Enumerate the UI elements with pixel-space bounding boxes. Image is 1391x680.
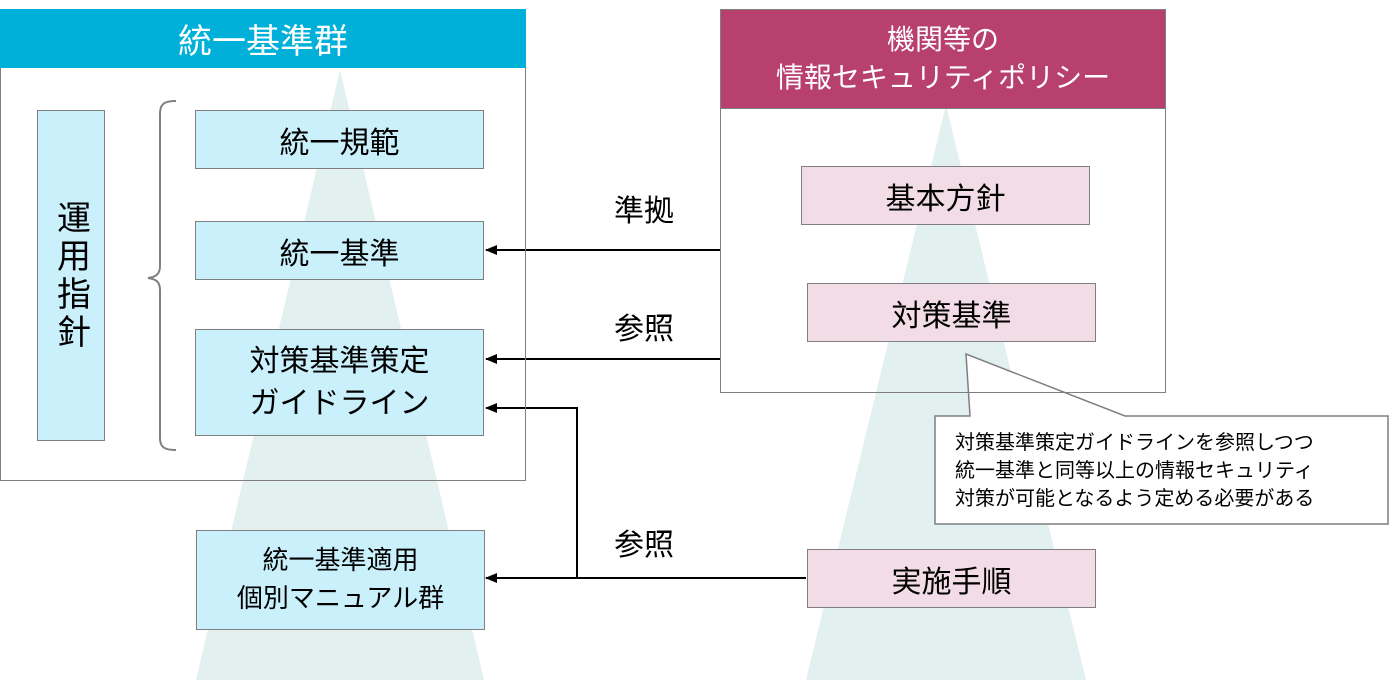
procedure-label: 実施手順 bbox=[891, 564, 1012, 600]
refer-label-guideline: 参照 bbox=[614, 312, 674, 347]
manual-label-line1: 統一基準適用 bbox=[262, 546, 419, 576]
right-group-title: 機関等の 情報セキュリティポリシー bbox=[720, 9, 1166, 109]
guideline-label-line1: 対策基準策定 bbox=[249, 343, 430, 379]
comply-label: 準拠 bbox=[614, 194, 674, 229]
manual-box: 統一基準適用 個別マニュアル群 bbox=[196, 530, 485, 630]
unified-standard-box: 統一基準 bbox=[195, 221, 484, 280]
manual-label-line2: 個別マニュアル群 bbox=[236, 584, 445, 614]
unified-standard-label: 統一基準 bbox=[279, 236, 400, 272]
countermeasure-standard-box: 対策基準 bbox=[807, 283, 1096, 342]
right-group-title-line1: 機関等の bbox=[886, 23, 999, 56]
left-group-title-text: 統一基準群 bbox=[178, 22, 348, 62]
operation-guidelines-box: 運用指針 bbox=[37, 110, 105, 441]
procedure-box: 実施手順 bbox=[807, 549, 1096, 608]
guideline-box: 対策基準策定 ガイドライン bbox=[195, 329, 484, 436]
left-group-title: 統一基準群 bbox=[0, 9, 526, 68]
basic-policy-label: 基本方針 bbox=[885, 181, 1006, 217]
refer-arrow-procedure-to-guideline bbox=[485, 403, 806, 579]
unified-norm-label: 統一規範 bbox=[279, 125, 400, 161]
callout-line-1: 対策基準策定ガイドラインを参照しつつ bbox=[955, 430, 1314, 454]
unified-norm-box: 統一規範 bbox=[195, 110, 484, 169]
countermeasure-standard-label: 対策基準 bbox=[891, 298, 1012, 334]
callout-shape bbox=[934, 352, 1389, 525]
callout-line-2: 統一基準と同等以上の情報セキュリティ bbox=[955, 458, 1314, 482]
callout-text: 対策基準策定ガイドラインを参照しつつ 統一基準と同等以上の情報セキュリティ 対策… bbox=[955, 428, 1380, 512]
refer-label-procedure: 参照 bbox=[614, 528, 674, 563]
left-brace bbox=[147, 100, 177, 451]
guideline-label-line2: ガイドライン bbox=[249, 385, 430, 421]
operation-guidelines-label: 運用指針 bbox=[50, 199, 91, 352]
callout-line-3: 対策が可能となるよう定める必要がある bbox=[955, 486, 1315, 510]
basic-policy-box: 基本方針 bbox=[801, 166, 1090, 225]
right-group-title-line2: 情報セキュリティポリシー bbox=[775, 61, 1111, 94]
